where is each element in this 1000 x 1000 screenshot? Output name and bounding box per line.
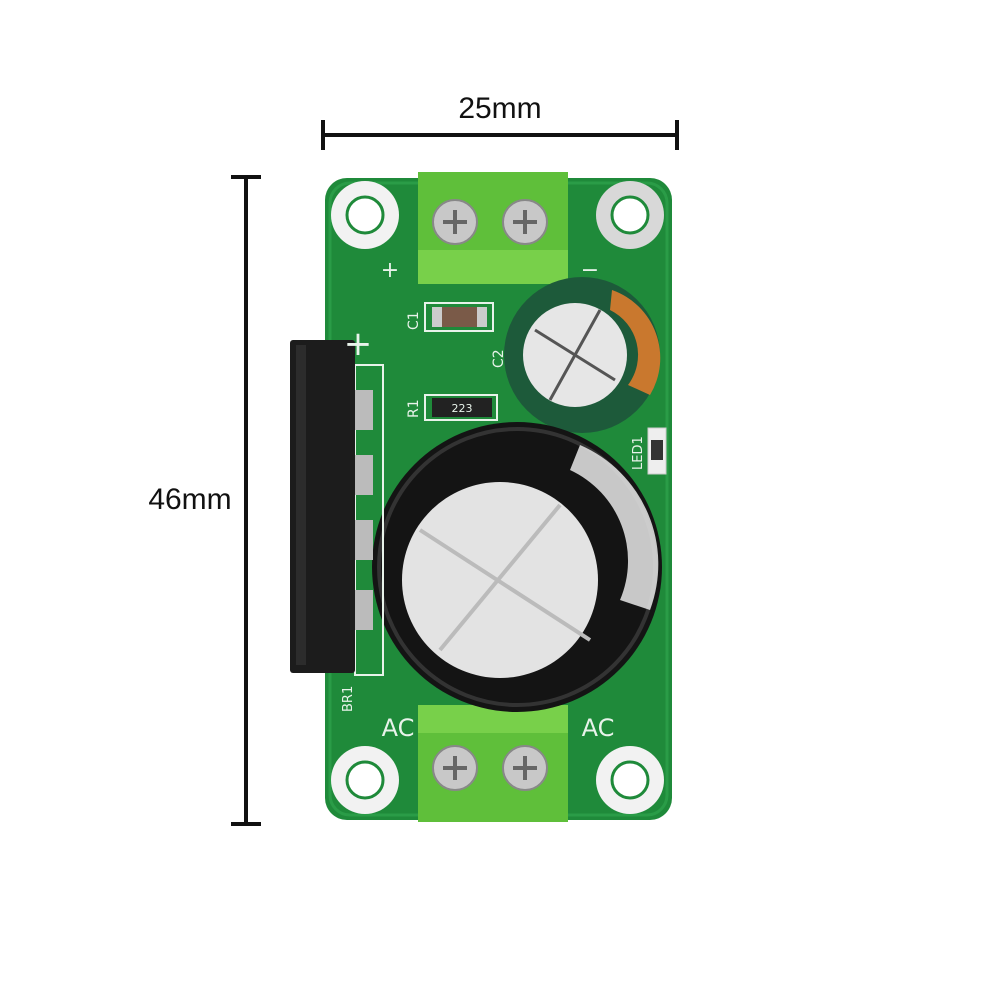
- silk-led1: LED1: [631, 436, 646, 470]
- width-dimension: 25mm: [321, 92, 679, 150]
- silk-br1: BR1: [341, 686, 356, 712]
- capacitor-c2: [504, 277, 661, 433]
- resistor-r1: [432, 398, 492, 417]
- silk-c1: C1: [406, 311, 422, 330]
- mounting-holes: [331, 181, 664, 814]
- height-label: 46mm: [148, 483, 231, 516]
- r1-code: 223: [452, 402, 473, 415]
- height-dimension: 46mm: [148, 175, 261, 826]
- capacitor-c1: [432, 307, 487, 327]
- output-terminal-block: [418, 172, 568, 284]
- bridge-rectifier: [290, 340, 384, 676]
- ac-terminal-block: [418, 705, 568, 822]
- width-label: 25mm: [458, 92, 541, 125]
- silk-bridge-plus: +: [344, 324, 373, 364]
- silk-c2: C2: [491, 349, 507, 368]
- silk-r1: R1: [406, 399, 422, 418]
- capacitor-large: [372, 422, 662, 712]
- silk-output-minus: −: [581, 258, 599, 283]
- silk-output-plus: +: [381, 258, 399, 283]
- silk-ac-right: AC: [582, 714, 615, 742]
- silk-ac-left: AC: [382, 714, 415, 742]
